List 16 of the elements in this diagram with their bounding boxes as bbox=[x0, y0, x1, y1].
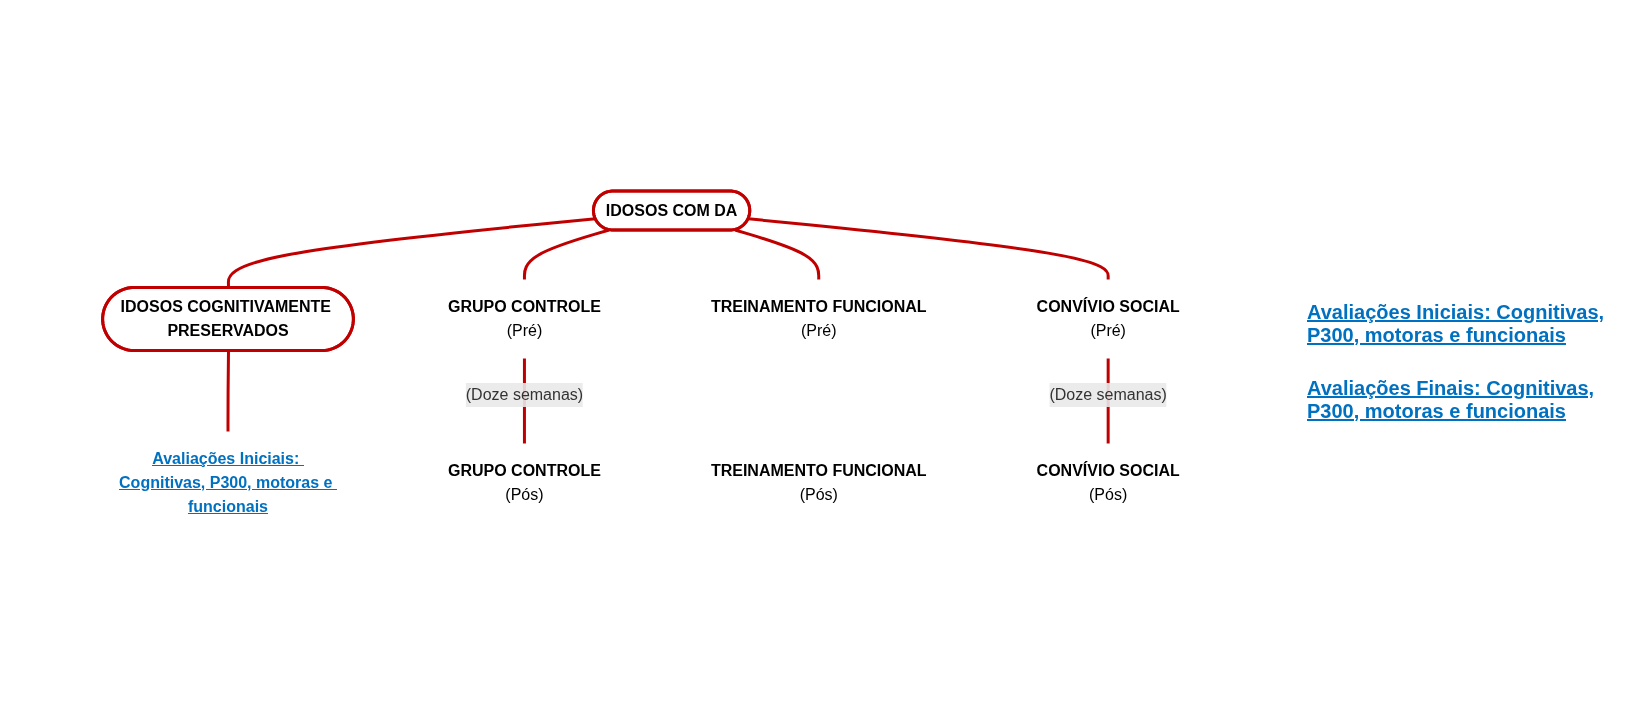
node-text: GRUPO CONTROLE (Pós) bbox=[447, 461, 601, 503]
connector bbox=[522, 228, 610, 280]
node-text: TREINAMENTO FUNCIONAL (Pré) bbox=[710, 297, 927, 339]
node-text: CONVÍVIO SOCIAL (Pré) bbox=[1036, 297, 1180, 339]
node-text: GRUPO CONTROLE (Pré) bbox=[447, 297, 601, 339]
edge-label: (Doze semanas) bbox=[1049, 385, 1167, 403]
node-text: TREINAMENTO FUNCIONAL (Pós) bbox=[710, 461, 927, 503]
connector bbox=[734, 228, 820, 280]
note-text: Avaliações Finais: Cognitivas, P300, motoras e funcionais bbox=[1307, 377, 1596, 423]
node-text: CONVÍVIO SOCIAL (Pós) bbox=[1036, 461, 1180, 503]
connector bbox=[748, 216, 1110, 280]
connector bbox=[226, 216, 596, 288]
connector bbox=[226, 350, 230, 432]
edge-label: (Doze semanas) bbox=[465, 385, 583, 403]
node-text: Avaliações Iniciais: Cognitivas, P300, motoras e funcionais bbox=[118, 449, 333, 515]
note-text: Avaliações Iniciais: Cognitivas, P300, motoras e funcionais bbox=[1307, 301, 1606, 347]
